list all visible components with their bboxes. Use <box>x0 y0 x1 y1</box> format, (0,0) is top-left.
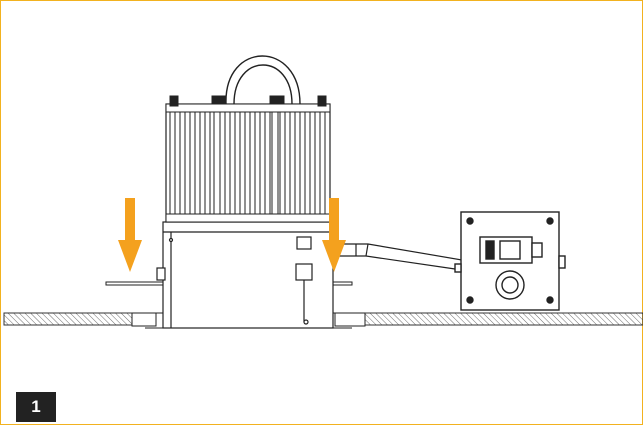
down-arrow-icon <box>322 198 346 272</box>
step-number-badge: 1 <box>31 397 41 416</box>
top-clips <box>169 95 327 107</box>
housing <box>156 221 334 329</box>
junction-box <box>454 211 566 311</box>
step-badge-bg <box>16 392 56 422</box>
heat-sink-divider <box>213 111 221 215</box>
heat-sink <box>165 103 331 223</box>
heat-sink-divider <box>271 111 279 215</box>
down-arrow-icon <box>118 198 142 272</box>
flex-conduit <box>332 243 463 271</box>
cable-loop <box>225 55 301 105</box>
